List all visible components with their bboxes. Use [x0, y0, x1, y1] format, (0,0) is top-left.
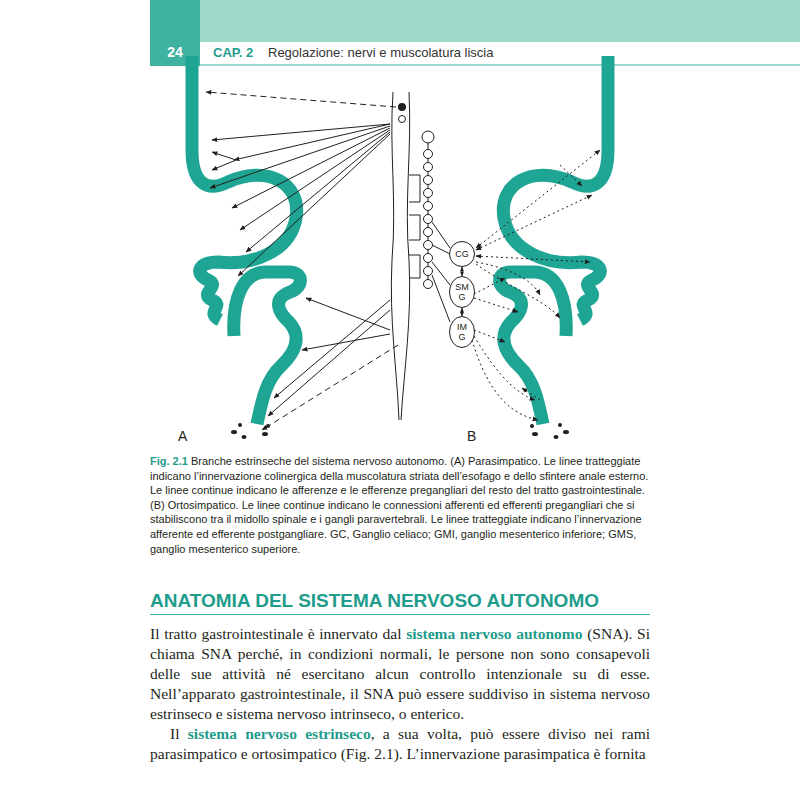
figure-caption: Branche estrinseche del sistema nervoso … [150, 455, 648, 555]
anal-sphincter [530, 423, 569, 439]
panel-label: B [467, 428, 476, 444]
ganglion-circle: SM G [449, 276, 475, 308]
figure-number: Fig. 2.1 [150, 455, 188, 467]
parasympathetic-fibres [206, 92, 398, 430]
ganglion-connector [462, 308, 463, 316]
ganglion-connector [462, 267, 463, 276]
ganglion-circle: IM G [449, 316, 475, 348]
sympathetic-fibres [472, 150, 600, 420]
ganglion-label: SM G [454, 282, 470, 302]
figure-caption-block: Fig. 2.1 Branche estrinseche del sistema… [150, 454, 655, 556]
panel-label: A [178, 428, 187, 444]
key-term: sistema nervoso estrinseco [188, 725, 371, 742]
page-number: 24 [150, 44, 200, 60]
header-band [150, 0, 800, 42]
brainstem-nucleus [399, 116, 406, 123]
heading-rule [150, 614, 650, 615]
header-rule [200, 64, 800, 65]
body-text: Il [170, 725, 188, 742]
ganglion-label: CG [454, 249, 470, 259]
chapter-label: CAP. 2 [213, 45, 253, 60]
anal-sphincter [231, 423, 270, 439]
body-text: Il tratto gastrointestinale è innervato … [150, 625, 406, 642]
paravertebral-ganglia [409, 131, 450, 322]
spinal-cord [391, 92, 409, 420]
chapter-title: Regolazione: nervi e muscolatura liscia [268, 45, 493, 60]
gi-tract [192, 56, 300, 424]
body-paragraph: Il tratto gastrointestinale è innervato … [150, 624, 650, 724]
gi-tract [500, 56, 608, 424]
ganglion-label: IM G [454, 322, 470, 342]
ganglion-circle: CG [449, 241, 475, 267]
key-term: sistema nervoso autonomo [406, 625, 582, 642]
body-paragraph: Il sistema nervoso estrinseco, a sua vol… [150, 724, 650, 764]
section-heading: ANATOMIA DEL SISTEMA NERVOSO AUTONOMO [150, 590, 599, 612]
brainstem-nucleus [398, 103, 406, 111]
